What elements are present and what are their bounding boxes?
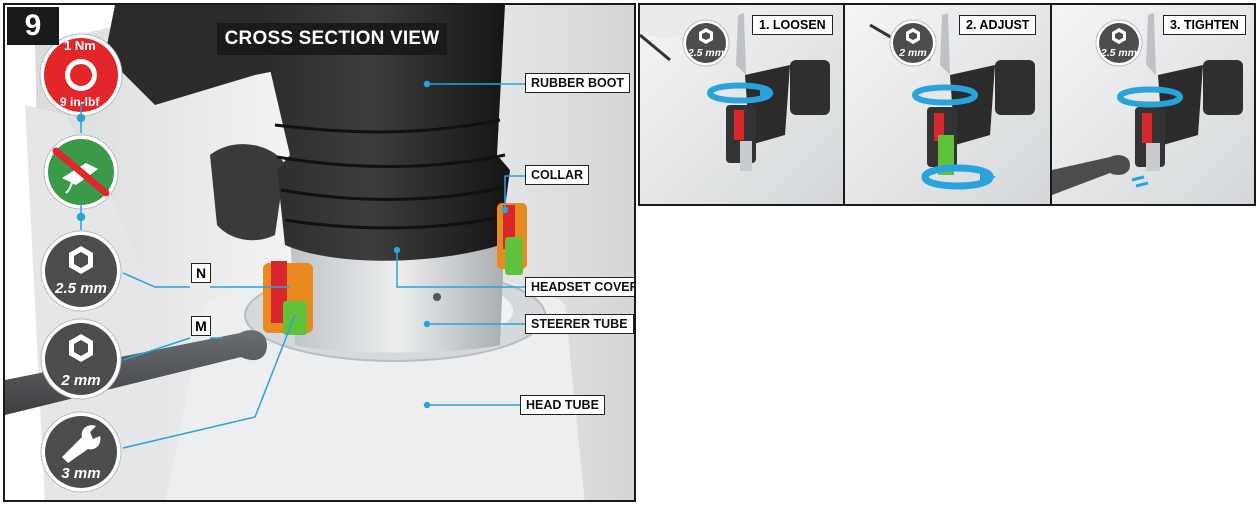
step-number-badge: 9 xyxy=(7,7,59,45)
cross-section-illustration xyxy=(5,5,634,500)
hex-key-icon xyxy=(682,19,730,67)
leader-lines xyxy=(76,80,525,449)
open-wrench-icon xyxy=(40,411,122,493)
step-1-illustration xyxy=(640,5,843,204)
tool-hex-2-5-badge: 2.5 mm xyxy=(40,230,122,312)
tool-wrench-3-badge: 3 mm xyxy=(40,411,122,493)
step-2-illustration xyxy=(845,5,1050,204)
torque-badge: 1 Nm 9 in-lbf xyxy=(38,32,124,118)
step-2-tool-label: 2 mm xyxy=(899,47,927,59)
cross-section-panel: 9 CROSS SECTION VIEW RUBBER BOOT COLLAR … xyxy=(3,3,636,502)
tool-hex-2-badge: 2 mm xyxy=(40,318,122,400)
step-3-tool-label: 2.5 mm xyxy=(1100,47,1138,59)
step-label-tighten: 3. TIGHTEN xyxy=(1163,15,1246,35)
step-2-tool-badge: 2 mm xyxy=(889,19,937,67)
callout-collar: COLLAR xyxy=(525,165,590,185)
hex-key-icon xyxy=(40,318,122,400)
view-title: CROSS SECTION VIEW xyxy=(217,23,447,55)
torque-alt-value: 9 in-lbf xyxy=(60,95,100,109)
hex-key-icon xyxy=(40,230,122,312)
steps-illustration xyxy=(640,5,1254,204)
tool-label-3: 3 mm xyxy=(61,465,101,482)
callout-headset-cover: HEADSET COVER xyxy=(525,277,634,297)
step-3-tool-badge: 2.5 mm xyxy=(1095,19,1143,67)
torque-value: 1 Nm xyxy=(64,38,96,53)
step-1-tool-label: 2.5 mm xyxy=(687,47,725,59)
hex-key-icon xyxy=(1095,19,1143,67)
torque-wrench-icon xyxy=(39,33,123,117)
hex-key-icon xyxy=(889,19,937,67)
step-label-loosen: 1. LOOSEN xyxy=(752,15,833,35)
no-grease-icon xyxy=(43,134,119,210)
no-grease-badge xyxy=(42,133,120,211)
callout-rubber-boot: RUBBER BOOT xyxy=(525,73,631,93)
step-1-tool-badge: 2.5 mm xyxy=(682,19,730,67)
callout-steerer-tube: STEERER TUBE xyxy=(525,314,634,334)
marker-m: M xyxy=(191,316,211,336)
step-3-illustration xyxy=(1052,5,1254,204)
steps-panel: 1. LOOSEN 2. ADJUST 3. TIGHTEN 2.5 mm 2 … xyxy=(638,3,1256,206)
tool-label-2-5: 2.5 mm xyxy=(55,280,107,297)
step-label-adjust: 2. ADJUST xyxy=(959,15,1037,35)
tool-label-2: 2 mm xyxy=(61,372,101,389)
marker-n: N xyxy=(191,263,211,283)
callout-head-tube: HEAD TUBE xyxy=(520,395,605,415)
